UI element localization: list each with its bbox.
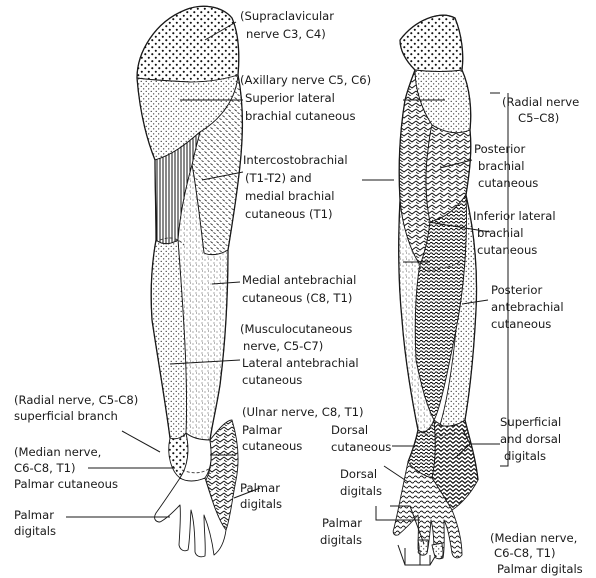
label-posterior-antebrachial-2: antebrachial xyxy=(491,300,564,314)
label-palmar-digitals-left-2: digitals xyxy=(14,524,56,538)
label-axillary-3: brachial cutaneous xyxy=(245,109,356,123)
label-palmar-digitals-right-1: Palmar xyxy=(322,516,362,530)
label-ulnar-2: Palmar xyxy=(242,423,282,437)
label-inferior-lateral-3: cutaneous xyxy=(477,243,537,257)
label-posterior-brachial-3: cutaneous xyxy=(478,176,538,190)
label-ulnar-3: cutaneous xyxy=(242,439,302,453)
label-radial-nerve-1: (Radial nerve xyxy=(502,95,579,109)
label-posterior-brachial-1: Posterior xyxy=(474,142,525,156)
label-palmar-digitals-right-2: digitals xyxy=(320,533,362,547)
label-intercostobrachial-2: (T1-T2) and xyxy=(245,171,312,185)
label-musculocutaneous-2: nerve, C5-C7) xyxy=(243,339,323,353)
label-supraclavicular-2: nerve C3, C4) xyxy=(246,27,326,41)
label-intercostobrachial-3: medial brachial xyxy=(245,189,335,203)
label-ulnar-1: (Ulnar nerve, C8, T1) xyxy=(242,405,364,419)
label-median-left-1: (Median nerve, xyxy=(14,445,101,459)
label-dorsal-cutaneous-2: cutaneous xyxy=(331,440,391,454)
label-median-right-3: Palmar digitals xyxy=(497,562,583,576)
label-median-left-2: C6-C8, T1) xyxy=(14,461,75,475)
anterior-arm xyxy=(137,6,242,557)
label-dorsal-cutaneous-1: Dorsal xyxy=(331,423,368,437)
supraclavicular-region xyxy=(137,6,239,82)
label-posterior-antebrachial-3: cutaneous xyxy=(491,317,551,331)
label-supraclavicular-1: (Supraclavicular xyxy=(240,9,334,23)
label-radial-nerve-2: C5–C8) xyxy=(518,111,559,125)
label-posterior-antebrachial-1: Posterior xyxy=(491,283,542,297)
label-ulnar-palmar-digitals-1: Palmar xyxy=(240,481,280,495)
label-median-right-2: C6-C8, T1) xyxy=(494,546,555,560)
label-musculocutaneous-3: Lateral antebrachial xyxy=(242,356,359,370)
label-posterior-brachial-2: brachial xyxy=(478,159,525,173)
label-musculocutaneous-4: cutaneous xyxy=(242,373,302,387)
label-ulnar-palmar-digitals-2: digitals xyxy=(240,497,282,511)
label-musculocutaneous-1: (Musculocutaneous xyxy=(240,322,352,336)
label-superficial-dorsal-3: digitals xyxy=(504,449,546,463)
label-dorsal-digitals-1: Dorsal xyxy=(340,467,377,481)
label-median-left-3: Palmar cutaneous xyxy=(14,477,118,491)
label-radial-superficial-2: superficial branch xyxy=(14,409,118,423)
label-inferior-lateral-2: brachial xyxy=(477,226,524,240)
label-radial-superficial-1: (Radial nerve, C5-C8) xyxy=(14,393,138,407)
label-intercostobrachial-4: cutaneous (T1) xyxy=(245,207,333,221)
posterior-arm xyxy=(393,15,478,559)
label-intercostobrachial-1: Intercostobrachial xyxy=(243,153,348,167)
label-palmar-digitals-left-1: Palmar xyxy=(14,508,54,522)
label-median-right-1: (Median nerve, xyxy=(490,531,577,545)
label-medial-antebrachial-2: cutaneous (C8, T1) xyxy=(242,291,352,305)
label-dorsal-digitals-2: digitals xyxy=(340,484,382,498)
label-superficial-dorsal-1: Superficial xyxy=(500,415,561,429)
label-inferior-lateral-1: Inferior lateral xyxy=(473,209,556,223)
label-axillary-1: (Axillary nerve C5, C6) xyxy=(240,73,371,87)
label-medial-antebrachial-1: Medial antebrachial xyxy=(242,273,356,287)
label-superficial-dorsal-2: and dorsal xyxy=(500,432,561,446)
label-axillary-2: Superior lateral xyxy=(245,91,335,105)
